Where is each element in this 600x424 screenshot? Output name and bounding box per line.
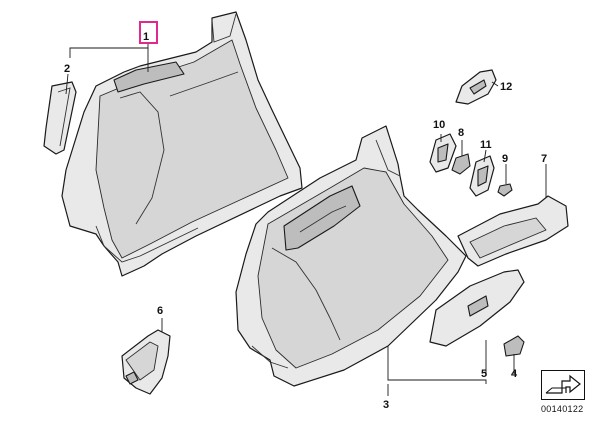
- selected-part-highlight: [139, 21, 158, 44]
- part-7-side-trim[interactable]: [457, 195, 569, 267]
- callout-7: 7: [541, 153, 547, 165]
- callout-8: 8: [458, 127, 464, 139]
- part-8-switch-cover[interactable]: [451, 153, 471, 175]
- callout-10: 10: [433, 119, 445, 131]
- callout-1: 1: [143, 31, 149, 43]
- part-1-left-trim-panel[interactable]: [61, 11, 303, 277]
- leader-lines: [65, 44, 547, 396]
- part-9-screw[interactable]: [497, 183, 513, 197]
- callout-5: 5: [481, 368, 487, 380]
- orientation-arrow-box: [541, 370, 585, 400]
- part-10-switch-housing[interactable]: [429, 133, 457, 173]
- part-5-cover-flap[interactable]: [429, 269, 525, 347]
- callout-labels: 1 2 3 4 5 6 7 8 9 10 11 12: [64, 31, 547, 411]
- callout-2: 2: [64, 63, 70, 75]
- part-11-socket-housing[interactable]: [469, 155, 495, 197]
- callout-3: 3: [383, 399, 389, 411]
- part-6-holder[interactable]: [121, 329, 171, 395]
- part-4-clip[interactable]: [503, 335, 525, 357]
- part-3-right-trim-panel[interactable]: [235, 125, 467, 387]
- callout-4: 4: [511, 368, 518, 380]
- callout-9: 9: [502, 153, 508, 165]
- part-2-trim-cap[interactable]: [43, 81, 77, 155]
- callout-6: 6: [157, 305, 163, 317]
- callout-12: 12: [500, 81, 512, 93]
- document-number: 00140122: [541, 404, 584, 414]
- part-12-bracket[interactable]: [455, 69, 497, 105]
- callout-11: 11: [480, 139, 492, 151]
- direction-arrow-icon: [545, 374, 581, 394]
